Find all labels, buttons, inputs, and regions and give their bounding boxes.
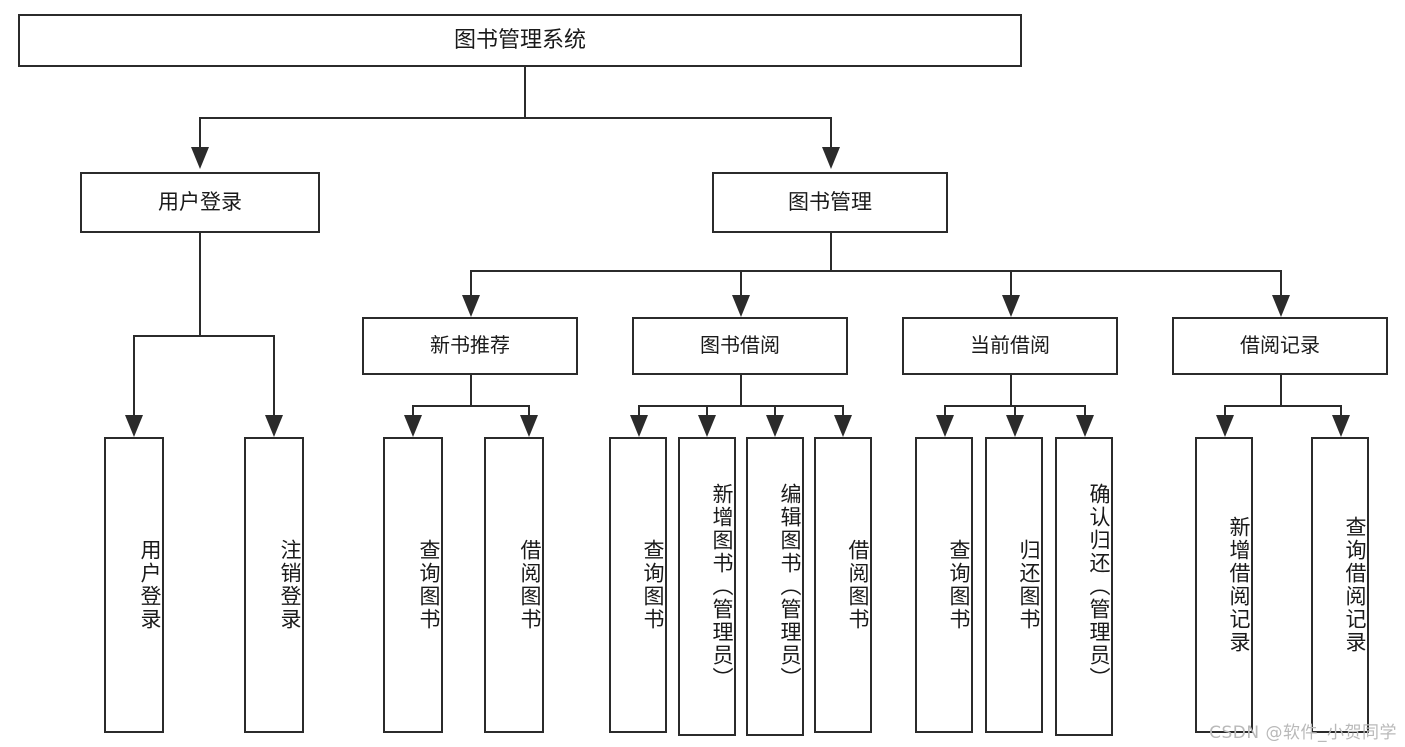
edge-to-leaf-cb-confirm-return — [1084, 405, 1086, 415]
leaf-br-add-record[interactable]: 新增借阅记录 — [1195, 437, 1253, 733]
node-label: 查询图书 — [947, 539, 971, 631]
node-label: 查询借阅记录 — [1343, 516, 1367, 654]
node-label: 借阅图书 — [846, 539, 870, 631]
edge-to-leaf-br-query-record — [1340, 405, 1342, 415]
arrowhead-to-leaf-user-login — [125, 415, 143, 437]
arrowhead-to-leaf-nb-query-book — [404, 415, 422, 437]
node-label: 编辑图书（管理员） — [778, 483, 802, 690]
leaf-logout[interactable]: 注销登录 — [244, 437, 304, 733]
leaf-cb-return-book[interactable]: 归还图书 — [985, 437, 1043, 733]
arrowhead-to-leaf-logout — [265, 415, 283, 437]
arrowhead-to-leaf-bb-edit-book — [766, 415, 784, 437]
node-current-borrow[interactable]: 当前借阅 — [902, 317, 1118, 375]
arrowhead-to-current-borrow — [1002, 295, 1020, 317]
leaf-nb-query-book[interactable]: 查询图书 — [383, 437, 443, 733]
node-label: 查询图书 — [417, 539, 441, 631]
node-label: 新增图书（管理员） — [710, 483, 734, 690]
edge-to-leaf-cb-query-book — [944, 405, 946, 415]
node-label: 用户登录 — [158, 190, 242, 215]
node-new-book-recommend[interactable]: 新书推荐 — [362, 317, 578, 375]
edge-to-leaf-nb-borrow-book — [528, 405, 530, 415]
edge-new-book-recommend-trunk — [470, 375, 472, 405]
node-label: 注销登录 — [278, 539, 302, 631]
arrowhead-to-borrow-record — [1272, 295, 1290, 317]
arrowhead-to-leaf-cb-return-book — [1006, 415, 1024, 437]
edge-book-management-trunk — [830, 233, 832, 270]
edge-to-leaf-bb-borrow-book — [842, 405, 844, 415]
arrowhead-to-leaf-cb-confirm-return — [1076, 415, 1094, 437]
node-root-book-management-system[interactable]: 图书管理系统 — [18, 14, 1022, 67]
edge-to-leaf-bb-query-book — [638, 405, 640, 415]
leaf-bb-add-book[interactable]: 新增图书（管理员） — [678, 437, 736, 736]
edge-level1-bar — [199, 117, 831, 119]
leaf-nb-borrow-book[interactable]: 借阅图书 — [484, 437, 544, 733]
edge-borrow-record-trunk — [1280, 375, 1282, 405]
edge-level2-bar — [470, 270, 1280, 272]
csdn-watermark: CSDN @软件_小贺同学 — [1209, 723, 1397, 743]
edge-to-leaf-logout — [273, 335, 275, 415]
leaf-cb-query-book[interactable]: 查询图书 — [915, 437, 973, 733]
arrowhead-to-book-management — [822, 147, 840, 169]
edge-book-borrow-bar — [638, 405, 842, 407]
leaf-bb-query-book[interactable]: 查询图书 — [609, 437, 667, 733]
edge-to-user-login — [199, 117, 201, 147]
arrowhead-to-leaf-bb-query-book — [630, 415, 648, 437]
arrowhead-to-leaf-br-query-record — [1332, 415, 1350, 437]
node-book-management[interactable]: 图书管理 — [712, 172, 948, 233]
edge-to-borrow-record — [1280, 270, 1282, 295]
leaf-cb-confirm-return[interactable]: 确认归还（管理员） — [1055, 437, 1113, 736]
edge-to-leaf-cb-return-book — [1014, 405, 1016, 415]
node-borrow-record[interactable]: 借阅记录 — [1172, 317, 1388, 375]
node-user-login[interactable]: 用户登录 — [80, 172, 320, 233]
node-label: 新增借阅记录 — [1227, 516, 1251, 654]
edge-user-login-trunk — [199, 233, 201, 335]
arrowhead-to-new-book-recommend — [462, 295, 480, 317]
edge-book-borrow-trunk — [740, 375, 742, 405]
arrowhead-to-book-borrow — [732, 295, 750, 317]
edge-to-leaf-user-login — [133, 335, 135, 415]
node-label: 新书推荐 — [430, 333, 510, 358]
node-label: 当前借阅 — [970, 333, 1050, 358]
edge-to-leaf-nb-query-book — [412, 405, 414, 415]
node-book-borrow[interactable]: 图书借阅 — [632, 317, 848, 375]
edge-to-leaf-br-add-record — [1224, 405, 1226, 415]
arrowhead-to-leaf-nb-borrow-book — [520, 415, 538, 437]
arrowhead-to-leaf-bb-borrow-book — [834, 415, 852, 437]
node-label: 借阅图书 — [518, 539, 542, 631]
leaf-bb-edit-book[interactable]: 编辑图书（管理员） — [746, 437, 804, 736]
edge-user-login-bar — [133, 335, 273, 337]
edge-borrow-record-bar — [1224, 405, 1340, 407]
edge-to-book-borrow — [740, 270, 742, 295]
node-label: 确认归还（管理员） — [1087, 483, 1111, 690]
node-label: 图书管理系统 — [453, 27, 586, 53]
edge-to-leaf-bb-add-book — [706, 405, 708, 415]
node-label: 借阅记录 — [1240, 333, 1320, 358]
node-label: 查询图书 — [641, 539, 665, 631]
edge-to-leaf-bb-edit-book — [774, 405, 776, 415]
edge-to-book-management — [830, 117, 832, 147]
arrowhead-to-user-login — [191, 147, 209, 169]
edge-current-borrow-trunk — [1010, 375, 1012, 405]
leaf-bb-borrow-book[interactable]: 借阅图书 — [814, 437, 872, 733]
arrowhead-to-leaf-cb-query-book — [936, 415, 954, 437]
arrowhead-to-leaf-br-add-record — [1216, 415, 1234, 437]
node-label: 图书借阅 — [700, 333, 780, 358]
edge-root-trunk — [524, 67, 526, 117]
edge-new-book-recommend-bar — [412, 405, 528, 407]
edge-to-new-book-recommend — [470, 270, 472, 295]
leaf-user-login[interactable]: 用户登录 — [104, 437, 164, 733]
node-label: 用户登录 — [138, 539, 162, 631]
leaf-br-query-record[interactable]: 查询借阅记录 — [1311, 437, 1369, 733]
node-label: 图书管理 — [788, 190, 872, 215]
node-label: 归还图书 — [1017, 539, 1041, 631]
arrowhead-to-leaf-bb-add-book — [698, 415, 716, 437]
edge-to-current-borrow — [1010, 270, 1012, 295]
